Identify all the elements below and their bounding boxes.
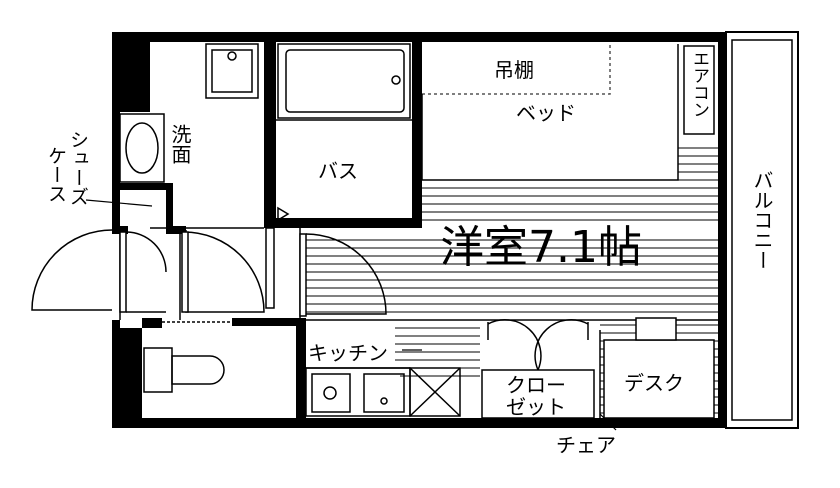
bath-label: バス bbox=[318, 159, 358, 183]
washroom-fixtures bbox=[119, 43, 259, 183]
shoe-case-label-col2: ケース bbox=[45, 146, 67, 203]
doors bbox=[31, 227, 589, 371]
closet bbox=[481, 369, 595, 419]
leader-lines bbox=[85, 199, 617, 431]
shoe-case-label-col1: シューズ bbox=[67, 130, 89, 206]
washroom-label: 洗面 bbox=[168, 124, 192, 164]
toilet bbox=[143, 347, 225, 393]
chair-label: チェア bbox=[556, 433, 616, 457]
kitchen-counter bbox=[305, 367, 461, 417]
closet-label-line1: クロー bbox=[506, 373, 566, 397]
loft-and-bed bbox=[421, 42, 679, 181]
kitchen-label: キッチン bbox=[308, 341, 388, 365]
inner-walls bbox=[112, 32, 422, 428]
closet-label-line2: ゼット bbox=[506, 395, 566, 419]
balcony-label: バルコニー bbox=[750, 170, 774, 270]
aircon-label: エアコン bbox=[689, 50, 709, 118]
western-room-label: 洋室7.1帖 bbox=[440, 222, 642, 273]
aircon-unit bbox=[683, 45, 715, 135]
shoe-case-label: シューズケース bbox=[45, 130, 89, 206]
bathtub bbox=[269, 43, 412, 222]
loft-shelf-label: 吊棚 bbox=[494, 58, 534, 82]
desk-label: デスク bbox=[624, 371, 684, 395]
bed-label: ベッド bbox=[516, 101, 576, 125]
desk-area bbox=[599, 317, 715, 419]
